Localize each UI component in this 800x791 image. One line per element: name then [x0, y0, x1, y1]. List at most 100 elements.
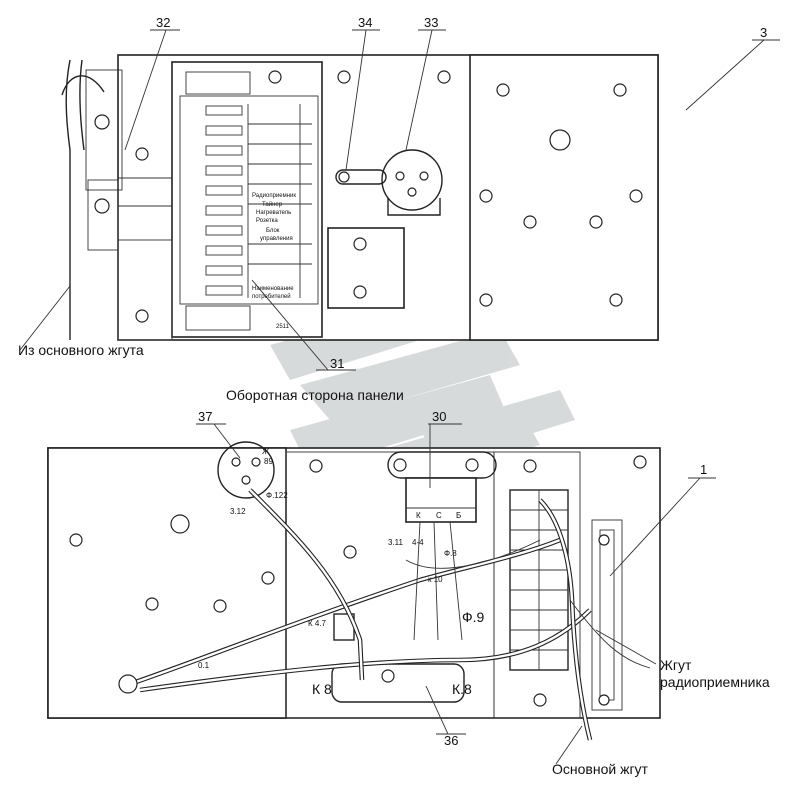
- socket-letter-89: 89: [264, 457, 273, 466]
- screw-icon: [479, 293, 493, 307]
- leader-37: [213, 423, 241, 459]
- caption-radio-harness-1: Жгут: [660, 657, 692, 673]
- leader-main-harness: [555, 725, 583, 765]
- screw-icon: [629, 189, 643, 203]
- label-30: 30: [432, 409, 446, 424]
- wire-mark-311: 3.11: [388, 538, 404, 547]
- leader-33: [405, 29, 433, 151]
- fuse-row-label-heater: Нагреватель: [256, 210, 291, 216]
- screw-icon: [353, 285, 367, 299]
- bottom-assembly: К С Б Ж 89: [47, 423, 716, 765]
- screw-icon: [337, 70, 351, 84]
- label-32: 32: [156, 15, 170, 30]
- wire-mark-10: к 10: [428, 575, 443, 584]
- screw-icon: [523, 215, 537, 229]
- screw-icon: [633, 455, 647, 469]
- leader-32: [124, 29, 167, 151]
- fuse-panel-31: [171, 61, 323, 338]
- relay-terminal-b: Б: [456, 511, 461, 520]
- fuse-row-label-radio: Радиоприемник: [252, 193, 296, 199]
- screw-icon: [309, 459, 323, 473]
- caption-main-harness: Основной жгут: [552, 761, 649, 777]
- screw-icon: [479, 189, 493, 203]
- screw-icon: [261, 571, 275, 585]
- leader-3: [685, 39, 765, 111]
- fuse-row-group: [205, 104, 312, 298]
- hole-icon: [549, 129, 571, 151]
- leader-34: [345, 29, 367, 171]
- hole-icon: [170, 514, 190, 534]
- leader-36: [425, 685, 449, 735]
- top-assembly: Радиоприемник Тайнер Нагреватель Розетка…: [19, 29, 780, 371]
- screw-icon: [598, 534, 610, 546]
- screw-icon: [268, 70, 282, 84]
- leader-1: [609, 477, 701, 577]
- screw-icon: [145, 597, 159, 611]
- wire-mark-k8-left: К 8: [312, 681, 332, 697]
- screw-icon: [437, 70, 451, 84]
- screw-icon: [589, 215, 603, 229]
- label-34: 34: [358, 15, 372, 30]
- relay-30: [387, 451, 497, 523]
- connector-plate: [327, 227, 405, 309]
- screw-icon: [353, 237, 367, 251]
- label-33: 33: [424, 15, 438, 30]
- wire-mark-k8-right: К.8: [452, 681, 472, 697]
- wire-mark-f8: Ф.8: [444, 549, 457, 558]
- label-37: 37: [198, 409, 212, 424]
- wire-mark-44: 4-4: [412, 538, 424, 547]
- screw-icon: [118, 674, 138, 694]
- fuse-row-label-consumers: потребителей: [252, 293, 291, 300]
- wire-mark-312: 3.12: [230, 507, 246, 516]
- screw-icon: [496, 83, 510, 97]
- leader-31: [251, 279, 329, 371]
- label-3: 3: [760, 25, 767, 40]
- socket-37: [217, 441, 275, 499]
- radio-bracket-1: [591, 519, 623, 711]
- screw-icon: [609, 293, 623, 307]
- bracket-32: [61, 59, 173, 341]
- screw-icon: [94, 114, 110, 130]
- label-36: 36: [444, 733, 458, 748]
- fuse-row-label-control: управления: [260, 236, 293, 242]
- fuse-block-code: 2511: [276, 324, 290, 330]
- fuse-block-outline: [179, 95, 319, 305]
- wire-mark-f9: Ф.9: [462, 609, 485, 625]
- screw-icon: [523, 459, 537, 473]
- screw-icon: [135, 147, 149, 161]
- screw-icon: [343, 545, 357, 559]
- caption-radio-harness-2: радиоприемника: [660, 674, 770, 690]
- fuse-row-label-block: Блок: [266, 228, 280, 234]
- leader-from-main-harness: [19, 285, 71, 351]
- wire-mark-01: 0.1: [198, 661, 210, 670]
- terminal-block: [509, 489, 569, 671]
- leader-radio-harness: [595, 629, 657, 665]
- relay-terminal-k: К: [416, 511, 421, 520]
- fuse-block-bottom-cap: [185, 305, 251, 331]
- socket-letter-zh: Ж: [262, 447, 270, 456]
- wire-mark-f122: Ф.122: [266, 491, 288, 500]
- screw-icon: [135, 309, 149, 323]
- screw-icon: [598, 694, 610, 706]
- screw-icon: [613, 83, 627, 97]
- screw-icon: [94, 198, 110, 214]
- relay-terminal-c: С: [436, 511, 442, 520]
- terminal-block-frame: [493, 451, 581, 719]
- screw-icon: [213, 599, 227, 613]
- caption-from-main-harness: Из основного жгута: [18, 342, 144, 358]
- label-1: 1: [700, 462, 707, 477]
- screw-icon: [533, 693, 547, 707]
- fuse-row-label-timer: Тайнер: [262, 201, 283, 208]
- lever-34: [335, 169, 387, 185]
- socket-33: [381, 149, 443, 216]
- screw-icon: [69, 533, 83, 547]
- harness-wires: [129, 488, 651, 741]
- plate-3: [469, 54, 659, 341]
- caption-panel-back-side: Оборотная сторона панели: [226, 387, 404, 403]
- fuse-row-label-name: Наименование: [252, 286, 294, 292]
- label-31: 31: [330, 356, 344, 371]
- fuse-row-label-socket: Розетка: [256, 218, 278, 224]
- fuse-block-top-cap: [185, 71, 251, 95]
